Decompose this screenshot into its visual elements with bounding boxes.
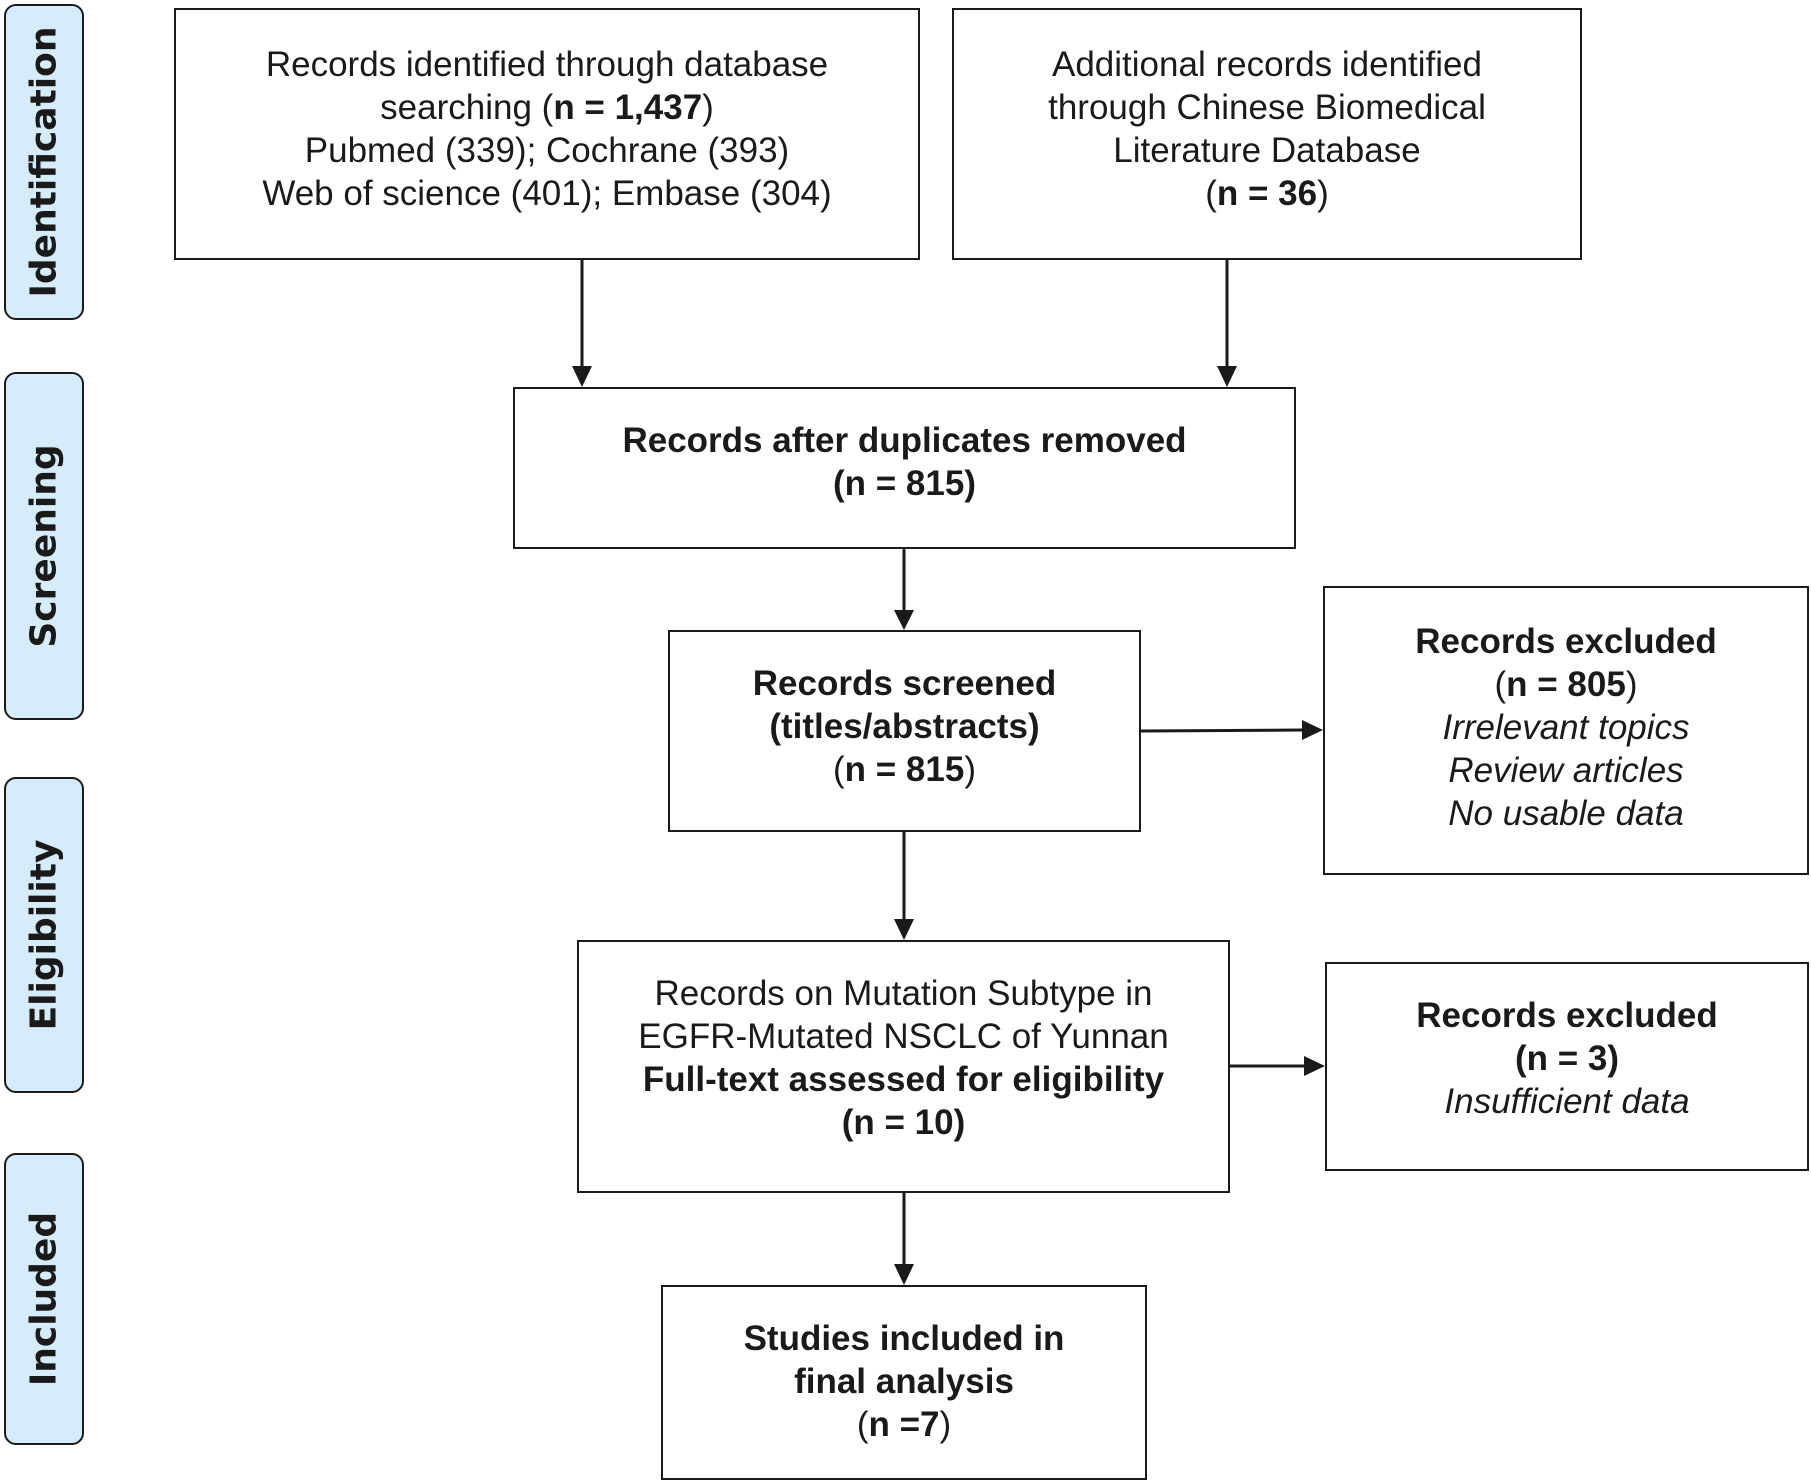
text-line: Records identified through database [265,45,829,84]
arrowhead [1302,720,1323,740]
fulltext-assessed-box: Records on Mutation Subtype in EGFR-Muta… [577,940,1230,1193]
text-line: (titles/abstracts) [769,707,1040,746]
phase-eligibility: Eligibility [4,777,84,1093]
arrow-screened-to-excluded [1140,728,1303,733]
text-line: Records excluded [1415,622,1717,661]
text-line: Additional records identified [1052,45,1482,84]
phase-screening: Screening [4,372,84,720]
arrowhead [894,610,914,630]
text-line: (n = 815) [833,464,976,503]
text-line: Records after duplicates removed [622,421,1187,460]
exclusion-reason: Insufficient data [1444,1082,1690,1121]
text-line: Records on Mutation Subtype in [654,974,1153,1013]
excluded-screening-box: Records excluded (n = 805) Irrelevant to… [1323,586,1809,875]
text-line: searching (n = 1,437) [380,88,714,127]
count-value: n = 36 [1216,174,1318,213]
count-value: n = 1,437 [553,88,703,127]
arrowhead [894,919,914,940]
text-line: through Chinese Biomedical [1048,88,1486,127]
text-line: Studies included in [743,1319,1065,1358]
text-line: (n = 805) [1494,665,1638,704]
arrowhead [894,1264,914,1285]
database-search-box: Records identified through database sear… [174,8,920,260]
text-line: Pubmed (339); Cochrane (393) [304,131,790,170]
arrowhead [572,366,592,387]
exclusion-reason: Irrelevant topics [1442,708,1690,747]
excluded-fulltext-box: Records excluded (n = 3) Insufficient da… [1325,962,1809,1171]
text-line: (n = 3) [1514,1039,1620,1078]
exclusion-reason: No usable data [1448,794,1684,833]
text-line: (n = 10) [841,1103,966,1142]
phase-identification: Identification [4,4,84,320]
text-line: (n = 36) [1205,174,1329,213]
text-line: Web of science (401); Embase (304) [262,174,832,213]
phase-included: Included [4,1153,84,1445]
records-screened-box: Records screened (titles/abstracts) (n =… [668,630,1141,832]
additional-records-box: Additional records identified through Ch… [952,8,1582,260]
exclusion-reason: Review articles [1448,751,1684,790]
duplicates-removed-box: Records after duplicates removed (n = 81… [513,387,1296,549]
text-line: (n = 815) [833,750,976,789]
text-line: Records excluded [1416,996,1718,1035]
arrowhead [1304,1056,1325,1076]
count-value: n =7 [868,1405,940,1444]
text-line: Full-text assessed for eligibility [642,1060,1165,1099]
text-line: final analysis [794,1362,1014,1401]
count-value: n = 815 [844,750,965,789]
studies-included-box: Studies included in final analysis (n =7… [661,1285,1147,1480]
text-line: Records screened [752,664,1057,703]
text-line: EGFR-Mutated NSCLC of Yunnan [638,1017,1169,1056]
text-line: Literature Database [1113,131,1421,170]
text-line: (n =7) [856,1405,952,1444]
arrowhead [1217,366,1237,387]
count-value: n = 805 [1506,665,1626,704]
